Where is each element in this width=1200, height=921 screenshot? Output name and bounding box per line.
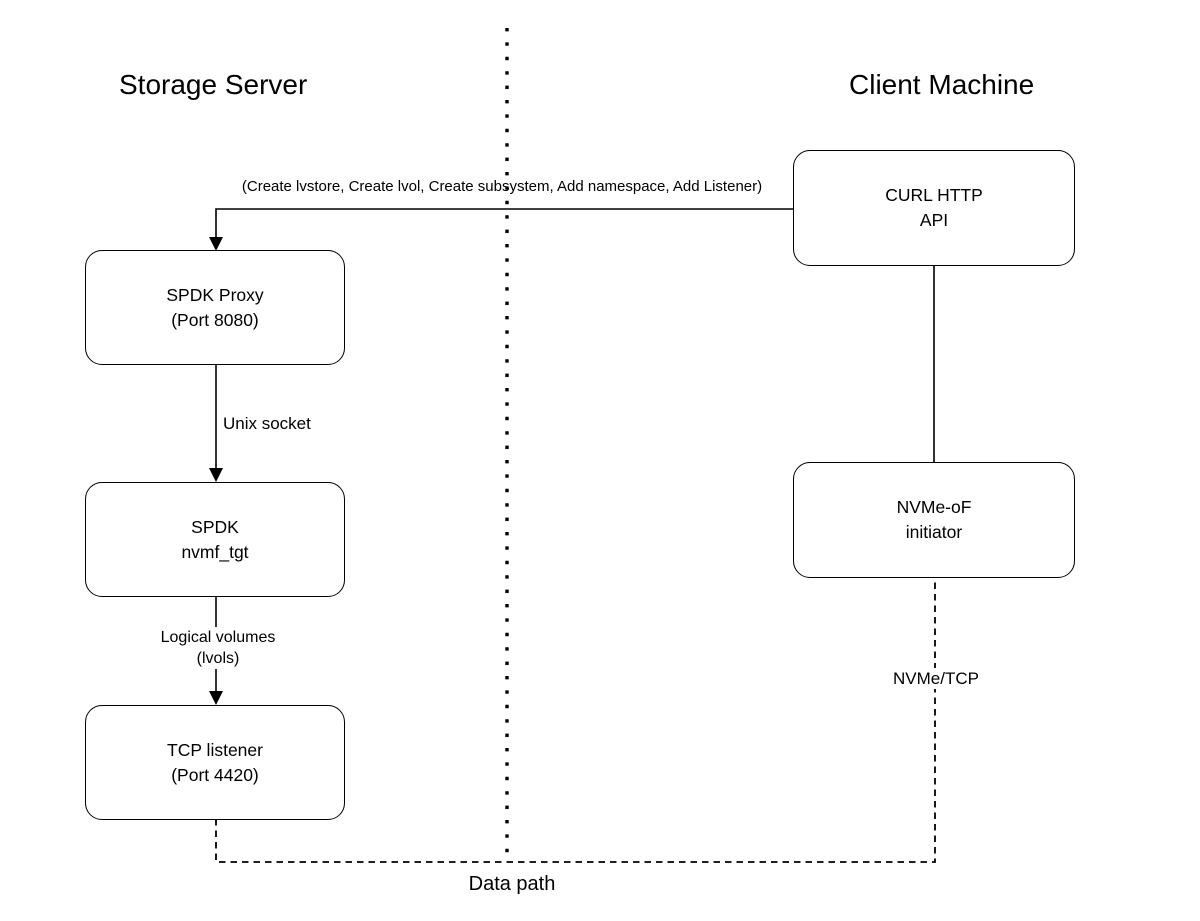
nvme-of-initiator-label-line1: NVMe-oF: [896, 497, 972, 517]
spdk-proxy-node: SPDK Proxy (Port 8080): [85, 250, 345, 365]
api-call-connector: [215, 208, 793, 238]
spdk-proxy-label-line2: (Port 8080): [171, 309, 259, 330]
curl-http-api-label-line2: API: [919, 210, 949, 230]
storage-server-title: Storage Server: [119, 69, 308, 100]
tcp-listener-node: TCP listener (Port 4420): [85, 705, 345, 820]
data-path-label: Data path: [468, 873, 556, 895]
logical-volumes-label: Logical volumes (lvols): [138, 627, 298, 669]
spdk-nvmf-tgt-label-line2: nvmf_tgt: [181, 541, 249, 562]
logical-volumes-label-line2: (lvols): [196, 650, 240, 667]
nvme-of-initiator-label-line2: initiator: [905, 522, 963, 542]
unix-socket-label: Unix socket: [223, 414, 311, 433]
data-path-connector: [215, 578, 936, 863]
curl-http-api-node: CURL HTTP API: [793, 150, 1075, 266]
spdk-proxy-label-line1: SPDK Proxy: [166, 284, 264, 305]
spdk-nvmf-tgt-node: SPDK nvmf_tgt: [85, 482, 345, 597]
curl-http-api-label-line1: CURL HTTP: [885, 185, 983, 205]
client-machine-title: Client Machine: [849, 69, 1035, 100]
tcp-listener-label-line2: (Port 4420): [171, 764, 259, 785]
arrowhead-down-icon: [209, 468, 223, 482]
spdk-nvmf-tgt-label-line1: SPDK: [191, 516, 239, 537]
nvme-of-initiator-node: NVMe-oF initiator: [793, 462, 1075, 578]
tcp-listener-label-line1: TCP listener: [167, 739, 263, 760]
logical-volumes-label-line1: Logical volumes: [160, 629, 276, 646]
nvme-tcp-label: NVMe/TCP: [876, 668, 996, 689]
api-operations-label: (Create lvstore, Create lvol, Create sub…: [241, 178, 763, 195]
arrowhead-down-icon: [209, 691, 223, 705]
arrowhead-down-icon: [209, 237, 223, 251]
